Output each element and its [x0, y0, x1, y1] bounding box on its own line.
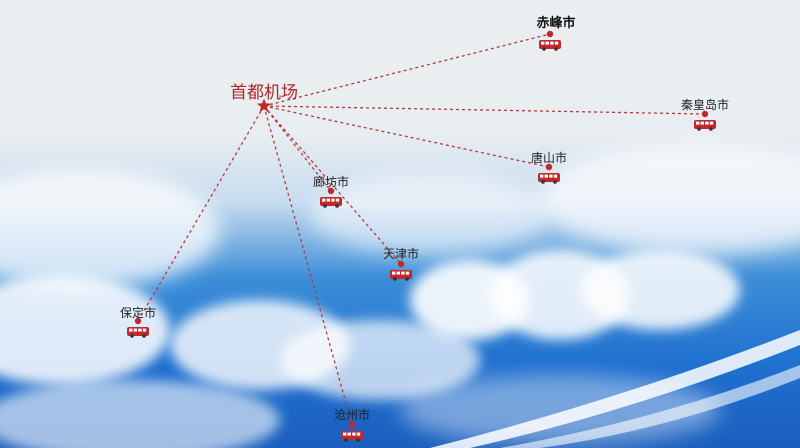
city-dot-tangshan	[545, 163, 553, 171]
route-line-chifeng	[263, 33, 551, 107]
city-dot-chifeng	[546, 30, 554, 38]
star-icon	[256, 98, 272, 113]
cloud-layer	[0, 145, 800, 448]
city-label-qinhuangdao: 秦皇岛市	[680, 98, 730, 112]
city-label-cangzhou: 沧州市	[333, 408, 371, 422]
bus-icon	[341, 431, 363, 442]
route-line-tianjin	[263, 105, 402, 265]
bus-icon	[390, 270, 412, 281]
city-dot-qinhuangdao	[701, 110, 709, 118]
bus-icon	[127, 327, 149, 338]
city-label-langfang: 廊坊市	[312, 175, 350, 189]
city-dot-baoding	[134, 317, 142, 325]
bus-icon	[694, 120, 716, 131]
hub-marker	[256, 98, 272, 113]
city-dot-cangzhou	[348, 421, 356, 429]
hub-label: 首都机场	[230, 83, 298, 103]
route-lines	[137, 33, 706, 426]
route-line-qinhuangdao	[263, 105, 706, 115]
city-label-tianjin: 天津市	[382, 247, 420, 261]
city-label-baoding: 保定市	[119, 306, 157, 320]
bus-icon	[539, 40, 561, 51]
bus-icon	[320, 197, 342, 208]
city-label-chifeng: 赤峰市	[536, 16, 576, 31]
city-dot-langfang	[327, 187, 335, 195]
city-dot-tianjin	[397, 260, 405, 268]
bus-icon	[538, 173, 560, 184]
city-label-tangshan: 唐山市	[530, 151, 568, 165]
route-line-tangshan	[263, 105, 550, 168]
city-markers	[127, 30, 716, 442]
route-line-langfang	[263, 105, 332, 192]
route-line-cangzhou	[263, 105, 353, 426]
